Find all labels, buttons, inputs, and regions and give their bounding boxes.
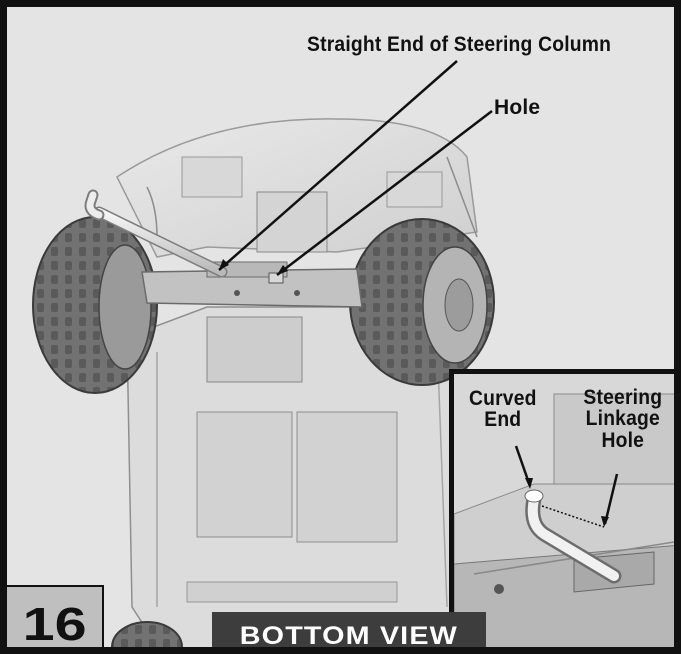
- callout-steering-column-end: Straight End of Steering Column: [307, 33, 612, 56]
- callout-linkage-line2: Linkage: [585, 407, 660, 431]
- view-label: BOTTOM VIEW: [239, 622, 459, 650]
- view-label-box: BOTTOM VIEW: [212, 612, 486, 650]
- right-tire: [349, 218, 495, 386]
- callout-curved-end-line1: Curved: [468, 387, 537, 410]
- callout-linkage-line1: Steering: [583, 386, 663, 409]
- step-number: 16: [22, 598, 87, 650]
- callout-hole: Hole: [494, 96, 541, 119]
- callout-curved-end-line2: End: [484, 408, 522, 432]
- callout-linkage-line3: Hole: [601, 428, 645, 452]
- left-tire: [32, 216, 158, 394]
- vehicle-body: [116, 118, 478, 258]
- callout-steering-linkage-hole: Steering Linkage Hole: [583, 386, 663, 452]
- callout-curved-end: Curved End: [469, 388, 537, 431]
- detail-inset: [449, 369, 674, 647]
- step-number-box: 16: [7, 585, 104, 650]
- inset-illustration: [454, 374, 674, 647]
